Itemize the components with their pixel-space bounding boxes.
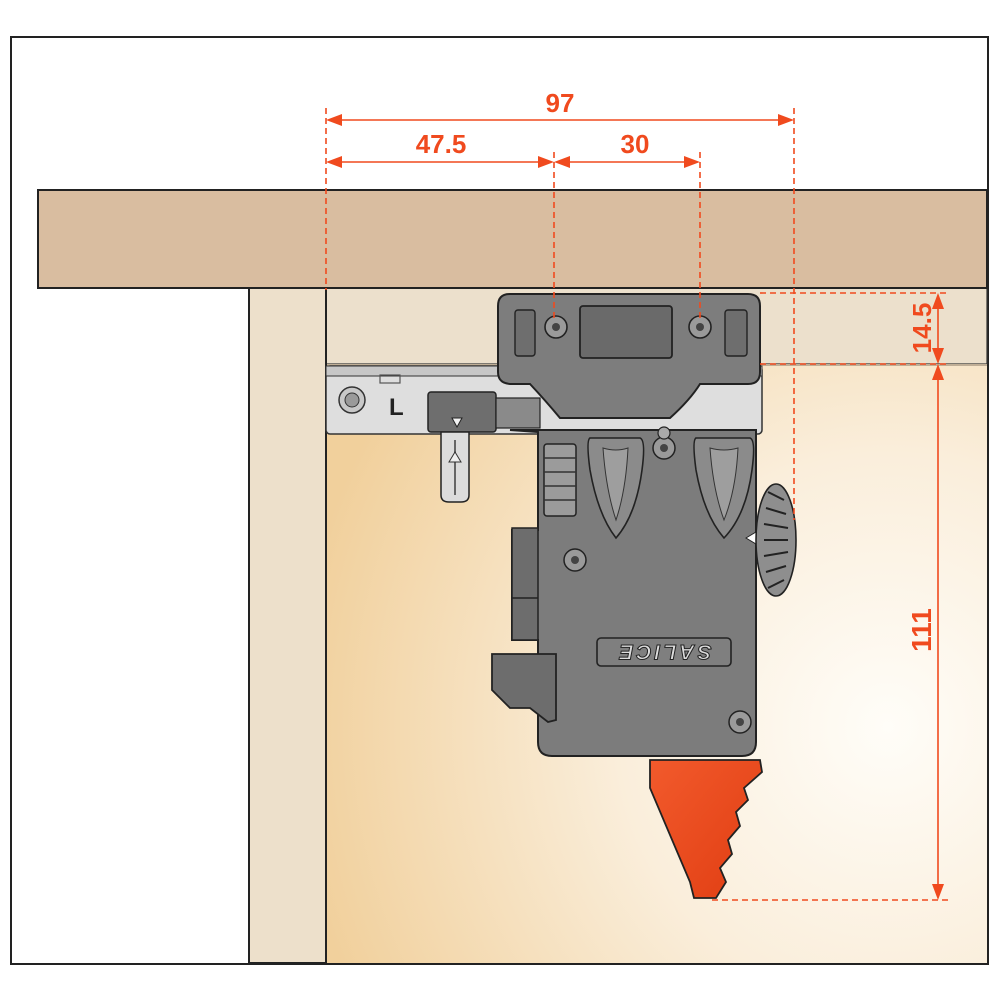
mechanism-body: SALICE bbox=[491, 293, 761, 757]
side-panel bbox=[248, 287, 327, 964]
plate-mark-label: L bbox=[389, 394, 404, 421]
dimension-lines bbox=[325, 108, 948, 901]
top-panel bbox=[37, 189, 988, 289]
dim-hole-spacing: 30 bbox=[621, 129, 650, 159]
brand-label: SALICE bbox=[616, 640, 711, 663]
clip-connector bbox=[427, 391, 541, 503]
release-lever bbox=[649, 759, 763, 899]
dim-height: 111 bbox=[906, 608, 937, 652]
dim-overall-width: 97 bbox=[546, 88, 575, 118]
ribbed-adjuster bbox=[543, 443, 577, 517]
dim-top-offset: 14.5 bbox=[907, 303, 937, 354]
dim-left-to-hole: 47.5 bbox=[416, 129, 467, 159]
center-slot bbox=[579, 305, 673, 359]
dimension-arrowheads bbox=[326, 114, 944, 900]
triangle-down-icon bbox=[451, 417, 463, 429]
clamp-block bbox=[491, 653, 557, 723]
gear-wheel-icon bbox=[755, 483, 797, 597]
brand-plaque bbox=[596, 637, 732, 667]
